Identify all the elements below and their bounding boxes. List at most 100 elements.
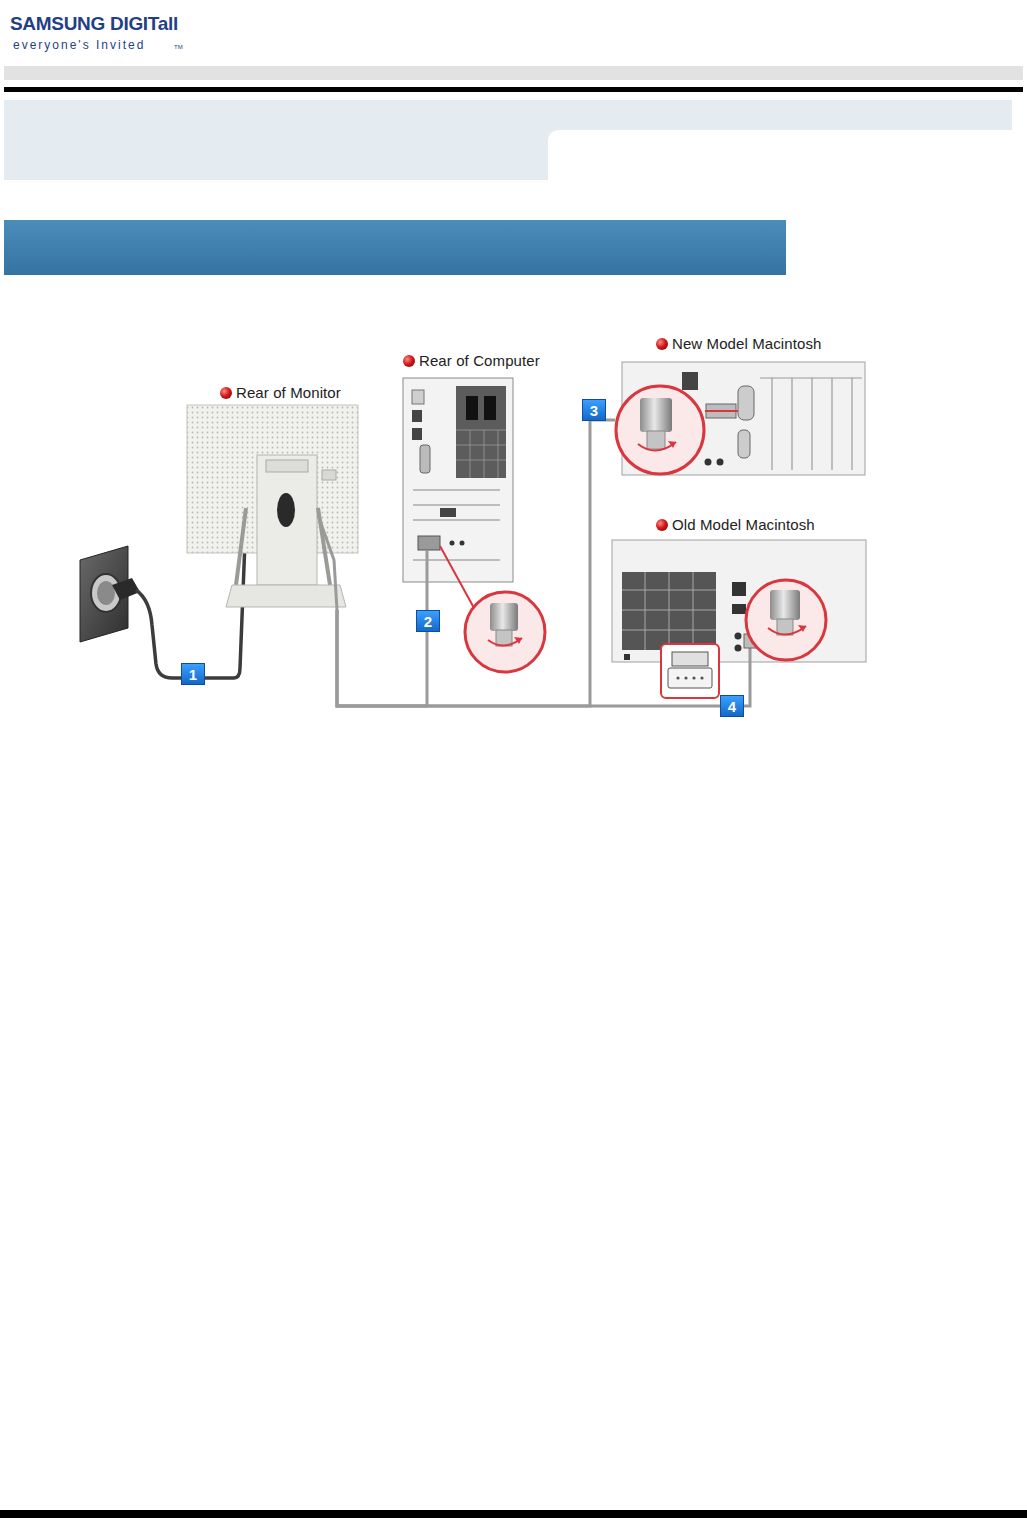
monitor-rear — [236, 508, 246, 585]
computer-tower — [456, 430, 506, 431]
new-macintosh — [647, 431, 665, 449]
old-macintosh — [777, 619, 793, 635]
computer-tower — [412, 390, 424, 404]
old-macintosh — [612, 540, 866, 662]
computer-tower — [426, 550, 429, 584]
old-macintosh — [798, 625, 806, 632]
new-macintosh — [851, 378, 852, 470]
monitor-rear — [257, 455, 317, 585]
page-header — [4, 100, 1012, 180]
old-macintosh — [749, 646, 752, 664]
computer-tower — [420, 445, 430, 473]
computer-tower — [413, 490, 500, 560]
old-macintosh — [770, 590, 800, 620]
signal-cable — [337, 420, 615, 706]
computer-tower — [490, 603, 518, 631]
old-macintosh — [676, 676, 679, 679]
computer-tower — [413, 504, 500, 505]
computer-tower — [456, 386, 506, 478]
monitor-rear — [226, 585, 346, 607]
computer-tower — [403, 378, 545, 672]
old-macintosh — [735, 645, 742, 652]
new-macintosh — [760, 377, 862, 378]
device-panel: Rear of Monitor — [187, 384, 362, 610]
device-heading: Rear of Computer — [400, 352, 565, 369]
computer-tower — [413, 519, 500, 520]
computer-tower — [440, 546, 474, 608]
computer-tower — [484, 430, 485, 478]
new-macintosh — [616, 362, 865, 475]
old-macintosh — [612, 540, 866, 698]
monitor-rear — [277, 493, 295, 527]
wall-outlet — [80, 546, 140, 642]
old-macintosh — [624, 654, 630, 660]
new-macintosh — [682, 372, 698, 390]
signal-cable — [337, 584, 427, 706]
bullet-dot — [656, 519, 668, 531]
computer-tower — [456, 460, 506, 461]
new-macintosh — [811, 378, 812, 470]
old-macintosh — [668, 668, 712, 688]
new-macintosh — [705, 410, 738, 412]
page-header — [4, 220, 786, 275]
computer-tower — [470, 430, 471, 478]
computer-tower — [412, 428, 422, 440]
new-macintosh — [668, 441, 676, 448]
device-panel: New Model Macintosh — [615, 335, 870, 477]
wall-outlet — [97, 581, 115, 605]
new-macintosh — [616, 386, 704, 474]
wall-outlet — [112, 578, 140, 600]
old-macintosh — [645, 572, 646, 650]
old-macintosh — [684, 676, 687, 679]
monitor-rear — [266, 460, 308, 472]
old-macintosh — [676, 676, 703, 679]
monitor-rear — [318, 515, 337, 610]
old-macintosh — [692, 676, 695, 679]
page-header — [4, 87, 1023, 92]
device-heading: Old Model Macintosh — [608, 516, 870, 533]
computer-tower — [456, 430, 506, 478]
old-macintosh — [669, 572, 670, 650]
computer-tower — [403, 378, 513, 582]
old-macintosh — [768, 626, 806, 635]
new-macintosh — [791, 378, 792, 470]
brand-tagline: everyone's Invited — [13, 38, 145, 52]
new-macintosh — [638, 442, 676, 451]
old-macintosh — [746, 580, 826, 660]
page-header — [0, 66, 1027, 1518]
page-header — [0, 1510, 1027, 1518]
trademark: TM — [174, 44, 183, 50]
device-label: Old Model Macintosh — [672, 516, 815, 533]
bullet-dot — [656, 338, 668, 350]
computer-tower — [484, 396, 496, 420]
old-macintosh — [700, 676, 703, 679]
monitor-rear — [322, 470, 336, 480]
signal-cable — [337, 610, 750, 706]
computer-tower — [413, 489, 500, 490]
computer-tower — [412, 410, 422, 422]
computer-tower — [450, 541, 455, 546]
computer-tower — [498, 430, 499, 478]
bullet-dot — [220, 387, 232, 399]
brand-logo: SAMSUNG DIGITall — [10, 13, 178, 35]
new-macintosh — [705, 459, 712, 466]
old-macintosh — [732, 582, 746, 596]
new-macintosh — [738, 430, 750, 458]
new-macintosh — [738, 386, 754, 420]
old-macintosh — [661, 644, 719, 698]
old-macintosh — [732, 604, 746, 614]
callout-number: 2 — [416, 610, 440, 632]
new-macintosh — [831, 378, 832, 470]
device-heading: Rear of Monitor — [187, 384, 362, 401]
device-label: Rear of Computer — [419, 352, 540, 369]
device-label: New Model Macintosh — [672, 335, 821, 352]
old-macintosh — [622, 572, 716, 650]
old-macintosh — [622, 572, 716, 650]
computer-tower — [514, 637, 522, 644]
computer-tower — [440, 508, 456, 517]
computer-tower — [460, 541, 465, 546]
old-macintosh — [693, 572, 694, 650]
new-macintosh — [640, 398, 672, 432]
